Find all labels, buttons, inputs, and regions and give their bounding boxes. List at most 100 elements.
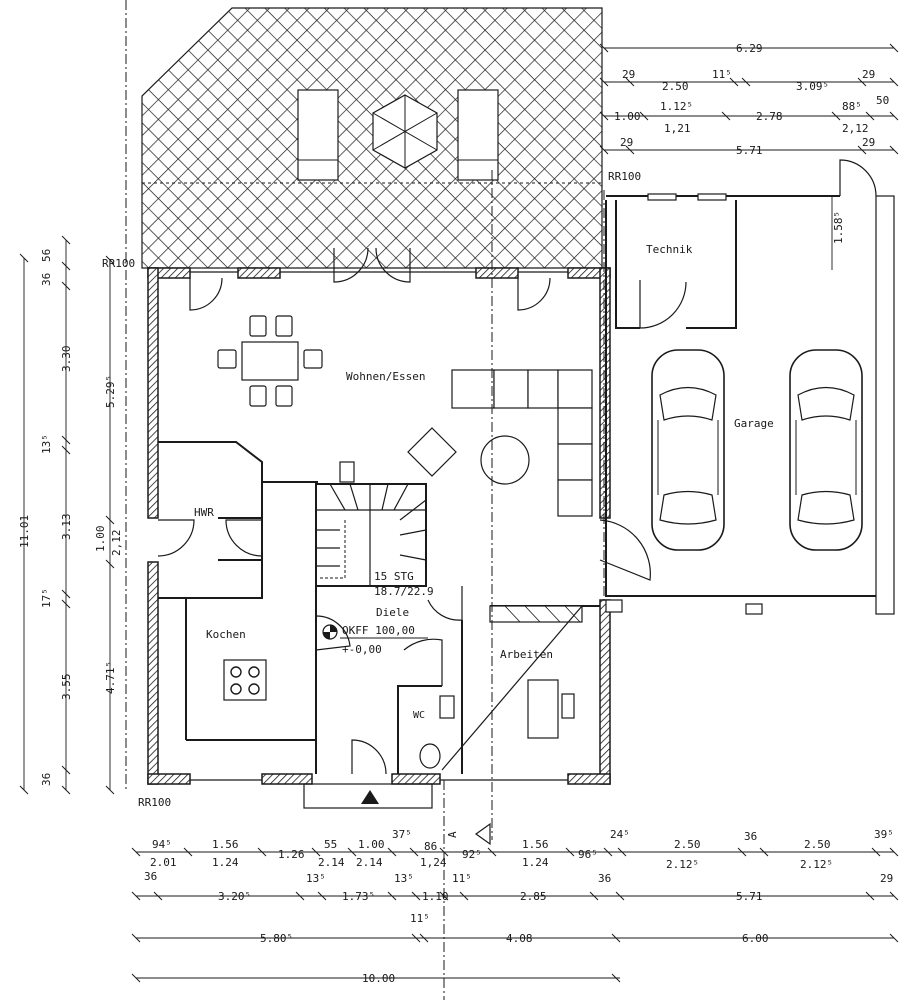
car-icon [789, 349, 863, 551]
dim-text: 96⁵ [578, 848, 598, 861]
dim-text: 39⁵ [874, 828, 894, 841]
rr-label-top: RR100 [608, 170, 641, 183]
dim-text: 3.09⁵ [796, 80, 829, 93]
dim-text: 1.56 [522, 838, 549, 851]
dim-text: 10.00 [362, 972, 395, 985]
dim-text: 36 [598, 872, 611, 885]
dim-text: 5.71 [736, 144, 763, 157]
car-icon [651, 349, 725, 551]
dim-text: 36 [144, 870, 157, 883]
rr-label-left: RR100 [102, 257, 135, 270]
dim-text: 36 [744, 830, 757, 843]
dim-text: 2,12 [110, 530, 123, 557]
dim-text: 29 [862, 68, 875, 81]
dim-text: 13⁵ [394, 872, 414, 885]
dim-text: 1.12⁵ [660, 100, 693, 113]
dim-text: 29 [622, 68, 635, 81]
parasol-icon [372, 94, 438, 169]
room-label-hwr: HWR [194, 506, 214, 519]
dim-text: 36 [40, 773, 53, 786]
stair-steps: 15 STG [374, 570, 414, 583]
room-label-arbeiten: Arbeiten [500, 648, 553, 661]
dim-text: 5.80⁵ [260, 932, 293, 945]
dim-text: 29 [862, 136, 875, 149]
dim-text: 2.12⁵ [800, 858, 833, 871]
dim-text: 2.78 [756, 110, 783, 123]
section-label: A [446, 831, 459, 838]
garage-structure [605, 159, 895, 615]
dim-text: 29 [620, 136, 633, 149]
room-label-wohnen: Wohnen/Essen [346, 370, 425, 383]
dim-text: 92⁵ [462, 848, 482, 861]
dim-text: 2.85 [520, 890, 547, 903]
dim-text: 11⁵ [712, 68, 732, 81]
section-marker-icon [474, 822, 491, 846]
dim-text: 4.08 [506, 932, 533, 945]
dim-text: 1.00 [614, 110, 641, 123]
level-marker-icon [322, 624, 428, 640]
dim-text: 1.26 [278, 848, 305, 861]
dim-text: 4.71⁵ [104, 661, 117, 694]
dim-text: 13⁵ [306, 872, 326, 885]
level-zero: +-0,00 [342, 643, 382, 656]
cooktop [223, 659, 267, 701]
lounger-right [457, 89, 499, 181]
dim-text: 2.12⁵ [666, 858, 699, 871]
dim-text: 1.00 [94, 526, 107, 553]
room-label-wc: WC [413, 710, 425, 721]
lounger-left [297, 89, 339, 181]
dim-text: 1.00 [358, 838, 385, 851]
dim-text: 2.14 [356, 856, 383, 869]
dim-text: 1,24 [420, 856, 447, 869]
dim-text: 3.20⁵ [218, 890, 251, 903]
staircase [316, 461, 427, 586]
dim-text: 1,21 [664, 122, 691, 135]
dim-text: 13⁵ [40, 434, 53, 454]
dim-text: 6.29 [736, 42, 763, 55]
dim-text: 86 [424, 840, 437, 853]
room-label-technik: Technik [646, 243, 693, 256]
dim-text: 55 [324, 838, 337, 851]
dim-text: 2,12 [842, 122, 869, 135]
dim-text: 24⁵ [610, 828, 630, 841]
dim-text: 6.00 [742, 932, 769, 945]
dim-text: 2.50 [674, 838, 701, 851]
dim-text: 2.50 [804, 838, 831, 851]
dim-text: 1.58⁵ [832, 211, 845, 244]
dim-text: 11⁵ [410, 912, 430, 925]
dim-text: 1.73⁵ [342, 890, 375, 903]
dim-text: 3.55 [60, 674, 73, 701]
dim-text: 1.24 [522, 856, 549, 869]
room-label-diele: Diele [376, 606, 409, 619]
dim-text: 88⁵ [842, 100, 862, 113]
level-okff: OKFF 100,00 [342, 624, 415, 637]
dim-text: 94⁵ [152, 838, 172, 851]
interior-walls [157, 247, 651, 775]
dim-text: 3.30 [60, 346, 73, 373]
dim-text: 2.01 [150, 856, 177, 869]
stair-ratio: 18.7/22.9 [374, 585, 434, 598]
dim-text: 2.14 [318, 856, 345, 869]
dim-bottom: 94⁵ 1.56 55 1.00 37⁵ 86 1.56 24⁵ 2.50 36… [144, 828, 894, 985]
dim-text: 11⁵ [452, 872, 472, 885]
entrance-arrow-icon [361, 790, 379, 804]
dim-left: 36 56 3.30 13⁵ 3.13 17⁵ 3.55 36 11.01 5.… [18, 249, 123, 786]
dimension-ticks [19, 43, 899, 983]
dim-text: 17⁵ [40, 588, 53, 608]
dim-text: 56 [40, 249, 53, 262]
dim-text: 50 [876, 94, 889, 107]
rr-label-bottom: RR100 [138, 796, 171, 809]
dim-text: 36 [40, 273, 53, 286]
dim-text: 1.56 [212, 838, 239, 851]
dim-top: 6.29 29 2.50 11⁵ 3.09⁵ 29 1.00 1.12⁵ 2.7… [614, 42, 889, 244]
dim-text: 11.01 [18, 515, 31, 548]
dim-text: 5.71 [736, 890, 763, 903]
room-label-kochen: Kochen [206, 628, 246, 641]
dim-text: 3.13 [60, 514, 73, 541]
dim-text: 1.24 [212, 856, 239, 869]
dim-text: 37⁵ [392, 828, 412, 841]
dim-text: 5.29⁵ [104, 375, 117, 408]
room-label-garage: Garage [734, 417, 774, 430]
dim-text: 2.50 [662, 80, 689, 93]
